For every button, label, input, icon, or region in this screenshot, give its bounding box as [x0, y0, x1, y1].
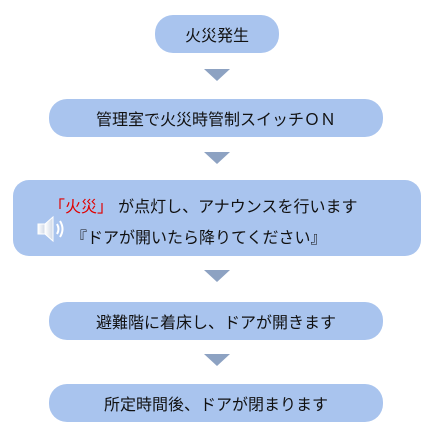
step-fire-outbreak: 火災発生 [155, 15, 279, 53]
step-fire-outbreak-label: 火災発生 [184, 26, 249, 45]
step-fire-control-switch-label: 管理室で火災時管制スイッチＯＮ [95, 110, 336, 129]
step-fire-control-switch: 管理室で火災時管制スイッチＯＮ [49, 99, 383, 137]
flow-arrow-3 [204, 270, 230, 282]
speaker-icon [37, 215, 64, 243]
announcement-line-1-rest: が点灯し、アナウンスを行います [118, 197, 358, 216]
flow-arrow-4 [204, 354, 230, 366]
flow-arrow-2 [204, 152, 230, 164]
step-door-close-label: 所定時間後、ドアが閉まります [103, 395, 328, 414]
announcement-line-1: 「火災」 が点灯し、アナウンスを行います [49, 193, 357, 217]
step-evacuation-floor-arrival-label: 避難階に着床し、ドアが開きます [95, 313, 336, 332]
step-announcement: 「火災」 が点灯し、アナウンスを行います 『ドアが開いたら降りてください』 [13, 180, 421, 256]
announcement-line-2: 『ドアが開いたら降りてください』 [71, 228, 327, 247]
fire-indicator-text: 「火災」 [49, 197, 114, 216]
step-evacuation-floor-arrival: 避難階に着床し、ドアが開きます [49, 302, 383, 340]
step-door-close: 所定時間後、ドアが閉まります [49, 384, 383, 422]
flow-arrow-1 [204, 69, 230, 81]
